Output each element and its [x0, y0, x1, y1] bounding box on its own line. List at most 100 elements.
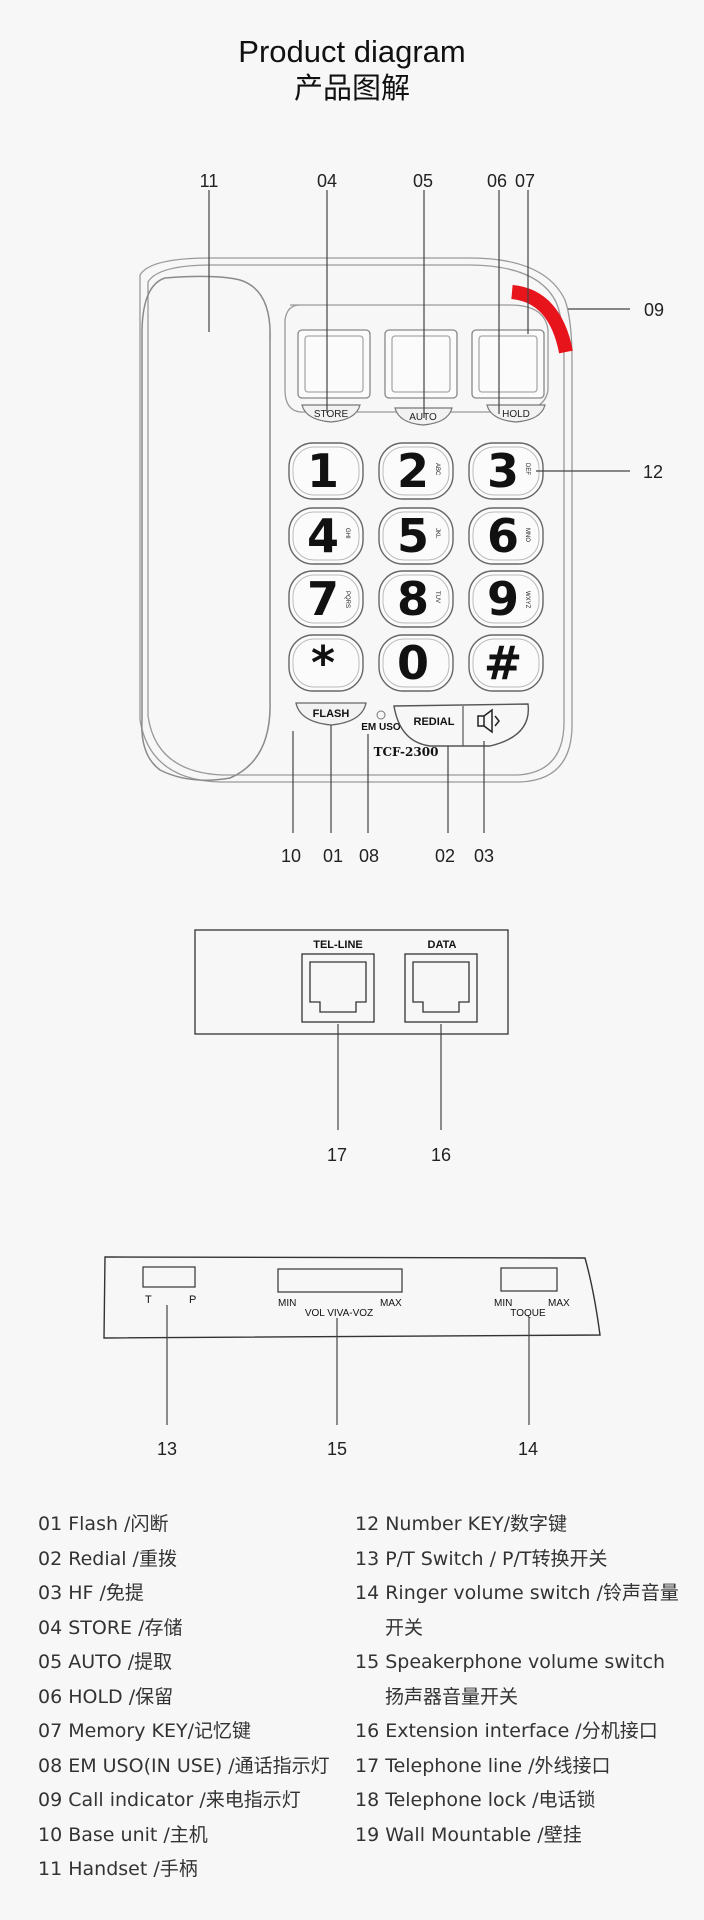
key-hash: #	[468, 634, 544, 692]
redial-speaker-button	[393, 703, 530, 747]
key-letters: WXYZ	[524, 591, 530, 609]
legend-item-10: 10 Base unit /主机	[38, 1823, 208, 1846]
legend-item-11: 11 Handset /手柄	[38, 1858, 198, 1880]
port-panel	[194, 929, 509, 1035]
callout-09: 09	[644, 300, 664, 320]
legend-item-02: 02 Redial /重拨	[38, 1547, 177, 1570]
legend-right: 12 Number KEY/数字键 13 P/T Switch / P/T转换开…	[355, 1507, 679, 1852]
call-indicator-light	[510, 285, 573, 354]
speaker-volume-slot	[277, 1268, 403, 1293]
legend-item-16: 16 Extension interface /分机接口	[355, 1720, 658, 1742]
callout-10: 10	[281, 846, 301, 866]
key-letters: ABC	[434, 463, 440, 476]
key-letters: PQRS	[344, 591, 350, 608]
key-digit: 6	[487, 509, 519, 563]
key-8: 8 TUV	[378, 570, 454, 628]
p-label: P	[189, 1294, 196, 1306]
key-1: 1	[288, 442, 364, 500]
tel-line-jack	[301, 953, 375, 1023]
callout-02: 02	[435, 846, 455, 866]
legend-item-05: 05 AUTO /提取	[38, 1651, 173, 1673]
callout-16: 16	[431, 1145, 451, 1165]
leader-lines	[208, 190, 630, 833]
callout-15: 15	[327, 1439, 347, 1459]
legend-item-06: 06 HOLD /保留	[38, 1685, 174, 1708]
legend-item-18: 18 Telephone lock /电话锁	[355, 1789, 596, 1811]
key-digit: 5	[397, 509, 429, 563]
model-label: TCF-2300	[374, 745, 439, 759]
callout-03: 03	[474, 846, 494, 866]
key-6: 6 MNO	[468, 507, 544, 565]
key-digit: 8	[397, 572, 429, 626]
hold-tab	[486, 404, 546, 423]
callout-05: 05	[413, 171, 433, 191]
flash-button	[295, 702, 367, 726]
callout-13: 13	[157, 1439, 177, 1459]
tone-min-label: MIN	[494, 1298, 512, 1309]
t-label: T	[145, 1294, 152, 1306]
legend-item-08: 08 EM USO(IN USE) /通话指示灯	[38, 1754, 330, 1777]
tel-line-label: TEL-LINE	[313, 939, 363, 951]
auto-label: AUTO	[409, 412, 437, 423]
key-digit: 2	[397, 444, 429, 498]
key-letters: JKL	[434, 528, 440, 539]
data-jack	[404, 953, 478, 1023]
callout-11: 11	[200, 171, 219, 191]
key-digit: 0	[397, 636, 429, 690]
legend-item-15: 15 Speakerphone volume switch	[355, 1651, 666, 1673]
legend-item-13: 13 P/T Switch / P/T转换开关	[355, 1547, 608, 1570]
key-5: 5 JKL	[378, 507, 454, 565]
key-letters: GHI	[344, 528, 350, 539]
ringer-volume-slot	[500, 1267, 558, 1292]
legend-item-14-cont: 开关	[385, 1616, 424, 1639]
key-digit: 7	[307, 572, 339, 626]
key-digit: 3	[487, 444, 519, 498]
side-panel	[103, 1256, 601, 1339]
key-7: 7 PQRS	[288, 570, 364, 628]
legend-left: 01 Flash /闪断 02 Redial /重拨 03 HF /免提 04 …	[38, 1507, 330, 1887]
legend-item-04: 04 STORE /存储	[38, 1616, 183, 1639]
legend-item-01: 01 Flash /闪断	[38, 1513, 169, 1535]
hold-label: HOLD	[502, 409, 530, 420]
callout-06: 06	[487, 171, 507, 191]
callout-14: 14	[518, 1439, 538, 1459]
key-star: *	[288, 634, 364, 692]
em-uso-led	[376, 710, 386, 720]
legend-item-14: 14 Ringer volume switch /铃声音量	[355, 1582, 679, 1604]
callout-04: 04	[317, 171, 337, 191]
vol-max-label: MAX	[380, 1298, 402, 1309]
data-label: DATA	[428, 939, 457, 951]
legend-item-03: 03 HF /免提	[38, 1582, 144, 1604]
tone-max-label: MAX	[548, 1298, 570, 1309]
key-digit: 1	[307, 444, 339, 498]
pt-switch	[142, 1266, 196, 1288]
store-label: STORE	[314, 409, 349, 420]
toque-label: TOQUE	[510, 1308, 546, 1319]
legend-item-17: 17 Telephone line /外线接口	[355, 1754, 611, 1777]
key-digit: #	[484, 636, 523, 690]
key-4: 4 GHI	[288, 507, 364, 565]
store-tab	[301, 404, 361, 423]
key-digit: 4	[307, 509, 339, 563]
key-2: 2 ABC	[378, 442, 454, 500]
page-title: Product diagram	[238, 34, 466, 69]
redial-label: REDIAL	[414, 716, 455, 728]
legend-item-15-cont: 扬声器音量开关	[385, 1685, 519, 1708]
key-digit: *	[311, 636, 335, 690]
speaker-icon	[477, 708, 500, 734]
callout-17: 17	[327, 1145, 347, 1165]
callout-12: 12	[643, 462, 663, 482]
key-letters: TUV	[434, 591, 440, 603]
memory-keys	[297, 329, 545, 399]
page-subtitle: 产品图解	[293, 71, 410, 105]
key-digit: 9	[487, 572, 519, 626]
vol-min-label: MIN	[278, 1298, 296, 1309]
callout-01: 01	[323, 846, 343, 866]
key-0: 0	[378, 634, 454, 692]
handset	[141, 275, 271, 781]
vol-viva-voz-label: VOL VIVA-VOZ	[305, 1308, 373, 1319]
callout-08: 08	[359, 846, 379, 866]
key-letters: MNO	[524, 528, 530, 542]
